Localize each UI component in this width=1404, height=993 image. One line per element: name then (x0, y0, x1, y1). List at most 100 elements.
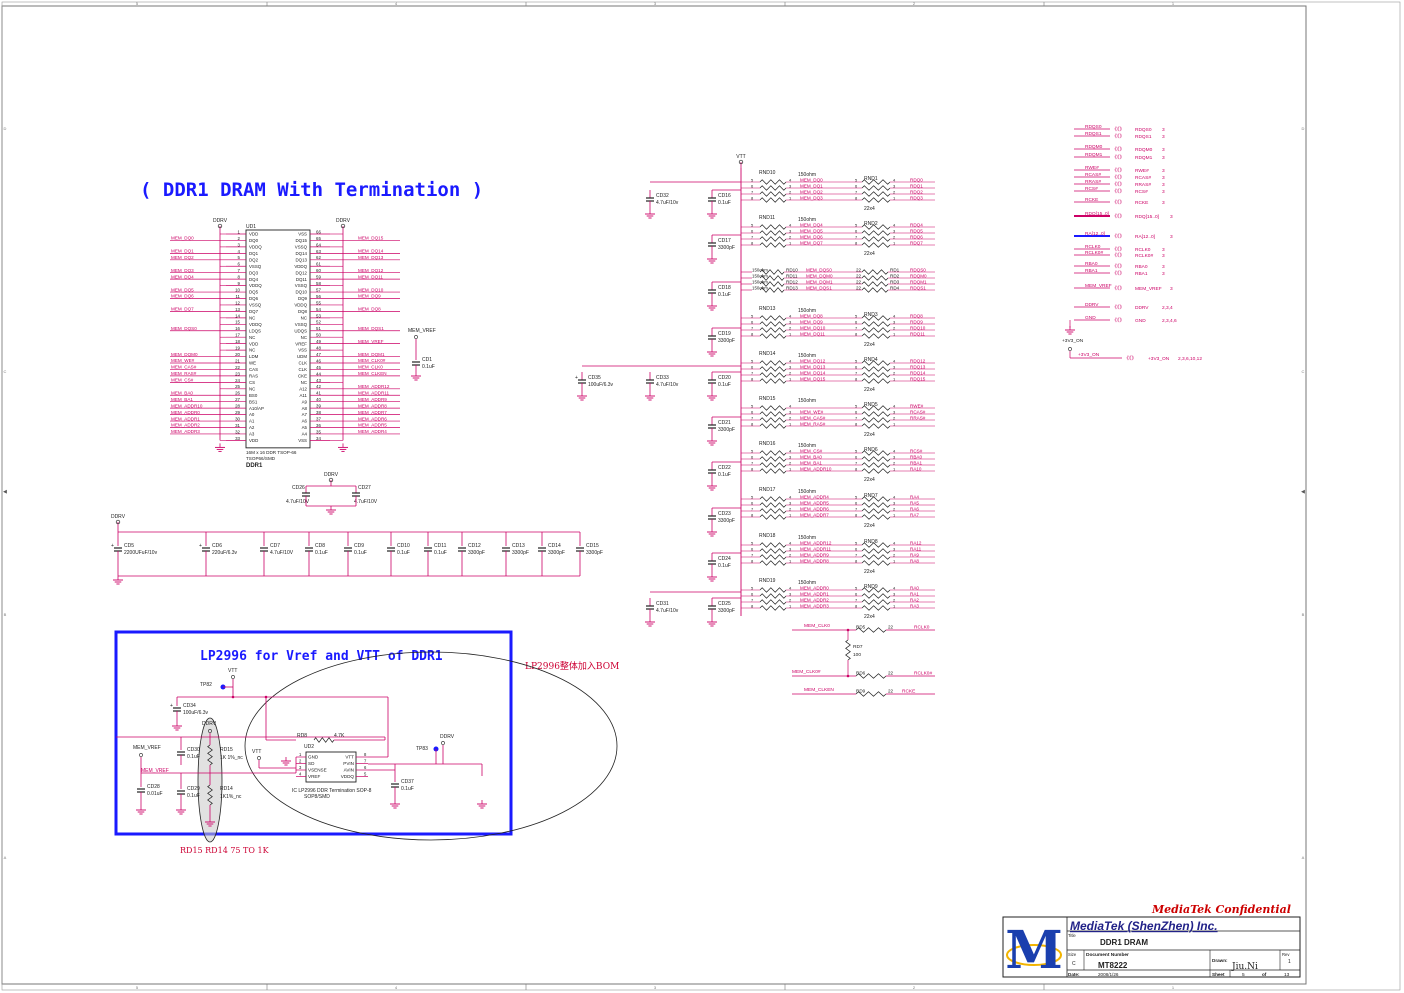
net-label: MEM_CS# (171, 378, 194, 383)
pin-number: 2 (893, 371, 896, 376)
pin-number: 3 (789, 229, 792, 234)
resistor-zigzag (861, 417, 891, 423)
net-label: MEM_BA0 (171, 390, 193, 395)
offpage-sheet: 3 (1162, 271, 1165, 277)
cap-ref: CD22 (718, 465, 731, 471)
net-label: MEM_CLKEN (358, 371, 387, 376)
cap-value: 0.1uF (397, 550, 410, 556)
resistor-zigzag (759, 378, 787, 384)
offpage-net: RA[12..0] (1085, 231, 1105, 237)
pin-name: DQ5 (249, 290, 259, 295)
pin-number: 2 (789, 461, 792, 466)
tb-sheet: 5 (1242, 972, 1245, 978)
resistor-value: 1K 1%_nc (220, 755, 243, 761)
pin-number: 2 (238, 236, 241, 241)
pin-name: DQ15 (296, 238, 308, 243)
net-label: MEM_DQ8 (358, 307, 381, 312)
offpage-sheet: 3 (1162, 155, 1165, 161)
offpage-net: RCAS# (1085, 172, 1101, 178)
pin-number: 4 (789, 359, 792, 364)
border-arrow: ◀ (3, 489, 7, 495)
pin-name: A11 (300, 393, 308, 398)
pin-name: VDDQ (249, 283, 262, 288)
confidential-text: MediaTek Confidential (1151, 903, 1291, 916)
net-label: MEM_RAS# (800, 421, 826, 426)
pin-number: 7 (855, 190, 858, 195)
power-symbol (441, 741, 445, 745)
resistor-value: 22 (888, 625, 894, 630)
net-label: MEM_ADDR8 (358, 403, 387, 408)
offpage-dest: RDQM1 (1135, 155, 1153, 161)
pin-name: UDQS (294, 328, 307, 333)
pin-name: VDD (249, 341, 258, 346)
out-label: RA8 (910, 558, 919, 563)
offpage-sheet: 3 (1170, 286, 1173, 292)
resistor-refdes: RD10 (786, 267, 798, 272)
out-label: RCKE (902, 689, 915, 695)
border-col-label: 3 (654, 1, 657, 6)
pin-name: DQ1 (249, 251, 259, 256)
power-symbol (115, 519, 121, 525)
out-label: RA4 (910, 494, 919, 499)
cap-value: 3300pF (718, 427, 735, 433)
net-label: MEM_CLKEN (804, 687, 834, 693)
net-label: MEM_BA0 (800, 454, 822, 459)
pin-number: 3 (893, 547, 896, 552)
net-label: MEM_CAS# (171, 365, 197, 370)
rnd-value: 150ohm (798, 535, 816, 541)
offpage-dest: RCLK0 (1135, 247, 1151, 253)
rn-value: 22x4 (864, 432, 875, 438)
pin-number: 13 (235, 307, 240, 312)
offpage-dest: RWE# (1135, 168, 1149, 174)
out-label: RDQ14 (910, 370, 926, 375)
resistor-zigzag (759, 468, 787, 474)
net-label: MEM_DQM1 (358, 352, 385, 357)
cap-ref: CD26 (292, 485, 305, 491)
cap-ref: CD21 (718, 420, 731, 426)
junction-dot (846, 628, 850, 632)
pin-number: 7 (855, 553, 858, 558)
resistor-zigzag (759, 514, 787, 520)
pin-number: 2 (299, 759, 302, 764)
pin-number: 8 (238, 275, 241, 280)
tb-label: Size (1068, 952, 1077, 957)
net-label: MEM_ADDR5 (800, 500, 829, 505)
pin-number: 2 (789, 235, 792, 240)
offpage-net: RRAS# (1085, 179, 1101, 185)
resistor-refdes: RD6 (856, 671, 866, 676)
pin-number: 3 (893, 365, 896, 370)
lp2996-section: LP2996 for Vref and VTT of DDR1LP2996整体加… (114, 630, 619, 855)
offpage-arrow: 《《》 (1112, 247, 1125, 253)
pin-name: NC (249, 386, 255, 391)
tb-label: Rev (1282, 952, 1290, 957)
pin-name: A3 (249, 432, 255, 437)
resistor-zigzag (759, 605, 787, 611)
cap-ref: CD7 (270, 543, 280, 549)
pin-number: 11 (235, 294, 240, 299)
pin-number: 4 (893, 449, 896, 454)
resistor-refdes: RD5 (856, 625, 866, 630)
cap-value: 220uF/6.3v (212, 550, 238, 556)
pin-number: 2 (789, 598, 792, 603)
pin-number: 1 (789, 513, 792, 518)
pin-number: 6 (855, 410, 858, 415)
net-label: MEM_ADDR1 (800, 591, 829, 596)
cap-ref: CD17 (718, 238, 731, 244)
power-label: DDRV (111, 514, 126, 520)
tb-label: Title (1068, 933, 1076, 938)
rn-refdes: RND7 (864, 493, 878, 499)
net-label: MEM_WE# (171, 358, 195, 363)
cap-value: 4.7uF/10V (286, 499, 310, 505)
pin-name: A5 (302, 425, 308, 430)
pin-number: 1 (299, 752, 302, 757)
resistor-zigzag (759, 242, 787, 248)
pin-number: 7 (751, 235, 754, 240)
pin-number: 6 (238, 262, 241, 267)
offpage-dest: DDRV (1135, 305, 1149, 311)
out-label: RDQ2 (910, 189, 923, 194)
offpage-net: RCKE (1085, 197, 1098, 203)
resistor-zigzag (759, 405, 787, 411)
